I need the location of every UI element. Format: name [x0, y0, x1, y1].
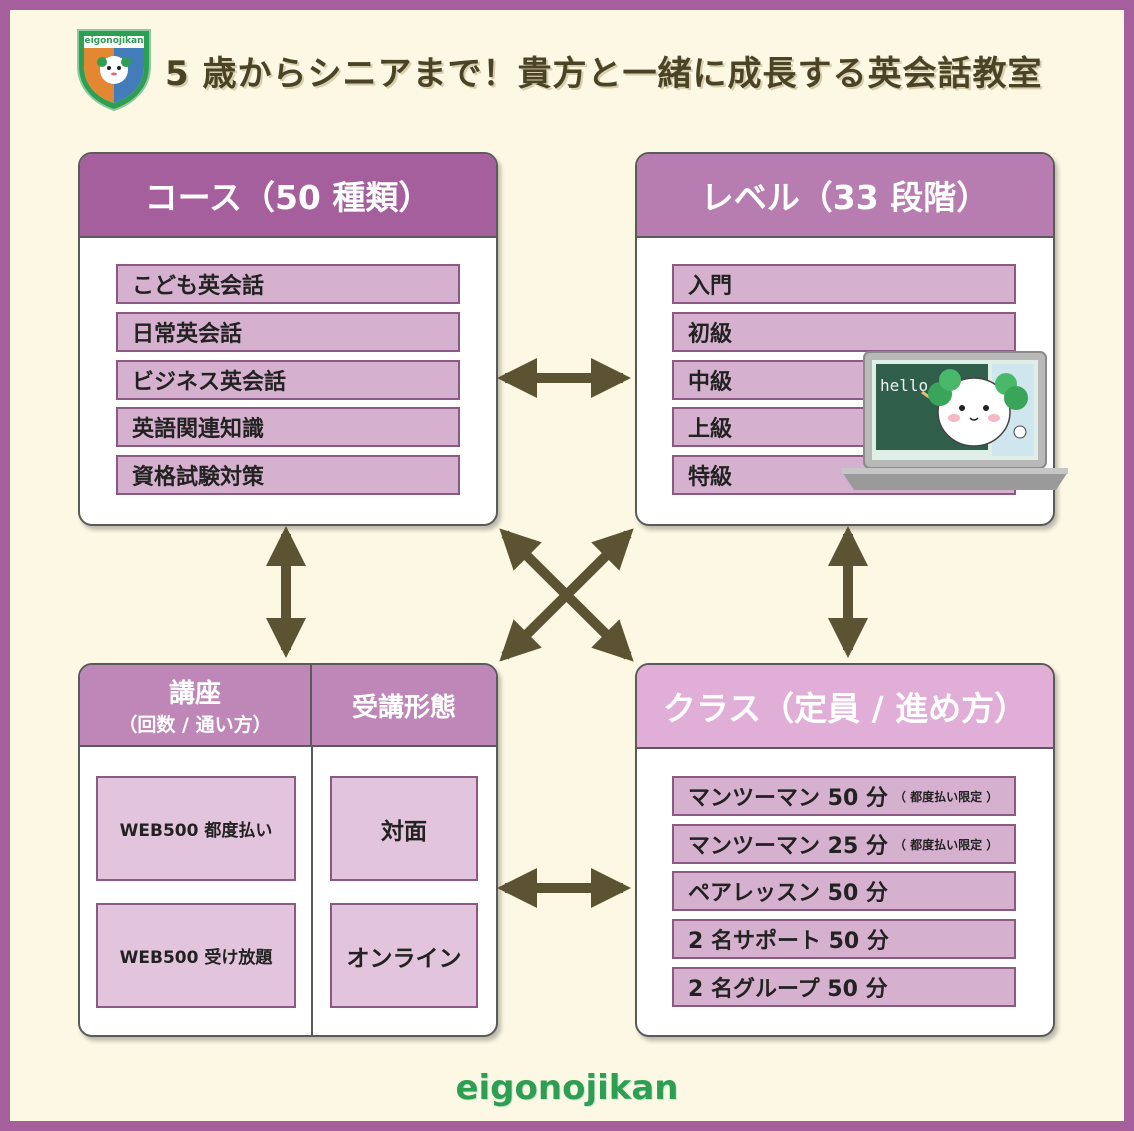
course-item: 英語関連知識: [116, 407, 460, 447]
lecture-panel-subtitle: （回数 / 通い方）: [118, 714, 272, 736]
class-item-label: マンツーマン 25 分: [688, 834, 888, 859]
class-item-note: （ 都度払い限定 ）: [893, 837, 999, 852]
lecture-item: WEB500 都度払い: [96, 776, 296, 881]
laptop-mascot-icon: [842, 351, 1068, 490]
course-item: ビジネス英会話: [116, 360, 460, 400]
course-item: 資格試験対策: [116, 455, 460, 495]
format-item: 対面: [330, 776, 478, 881]
lecture-item: WEB500 受け放題: [96, 903, 296, 1008]
class-panel-title: クラス（定員 / 進め方）: [637, 665, 1053, 749]
panel-divider: [311, 747, 313, 1035]
class-item: ペアレッスン 50 分: [672, 871, 1016, 911]
course-item: 日常英会話: [116, 312, 460, 352]
format-panel-title: 受講形態: [351, 692, 456, 723]
format-panel-head: 受講形態: [312, 665, 496, 747]
laptop-hello-text: hello: [880, 376, 929, 395]
course-item: こども英会話: [116, 264, 460, 304]
class-item: 2 名サポート 50 分: [672, 919, 1016, 959]
course-panel-title: コース（50 種類）: [80, 154, 496, 238]
class-item: マンツーマン 25 分 （ 都度払い限定 ）: [672, 824, 1016, 864]
page-title: 5 歳からシニアまで！貴方と一緒に成長する英会話教室: [165, 54, 1043, 94]
logo-shield-icon: [77, 29, 151, 112]
class-panel: クラス（定員 / 進め方） マンツーマン 50 分 （ 都度払い限定 ） マンツー…: [635, 663, 1055, 1037]
class-item-label: ペアレッスン 50 分: [688, 881, 888, 906]
format-item: オンライン: [330, 903, 478, 1008]
class-item: 2 名グループ 50 分: [672, 967, 1016, 1007]
logo-text: eigonojikan: [84, 36, 144, 46]
footer-brand: eigonojikan: [455, 1068, 679, 1108]
arrow-level-lecture: [499, 528, 634, 662]
class-item: マンツーマン 50 分 （ 都度払い限定 ）: [672, 776, 1016, 816]
class-item-label: 2 名グループ 50 分: [688, 977, 888, 1002]
class-item-label: 2 名サポート 50 分: [688, 929, 889, 954]
class-item-note: （ 都度払い限定 ）: [893, 789, 999, 804]
lecture-format-panel: 講座 （回数 / 通い方） 受講形態 WEB500 都度払い WEB500 受け…: [78, 663, 498, 1037]
course-panel: コース（50 種類） こども英会話 日常英会話 ビジネス英会話 英語関連知識 資…: [78, 152, 498, 526]
lecture-panel-head: 講座 （回数 / 通い方）: [80, 665, 312, 747]
lecture-panel-title: 講座: [168, 679, 221, 709]
level-panel-title: レベル（33 段階）: [637, 154, 1053, 238]
class-item-label: マンツーマン 50 分: [688, 786, 888, 811]
level-item: 初級: [672, 312, 1016, 352]
level-item: 入門: [672, 264, 1016, 304]
